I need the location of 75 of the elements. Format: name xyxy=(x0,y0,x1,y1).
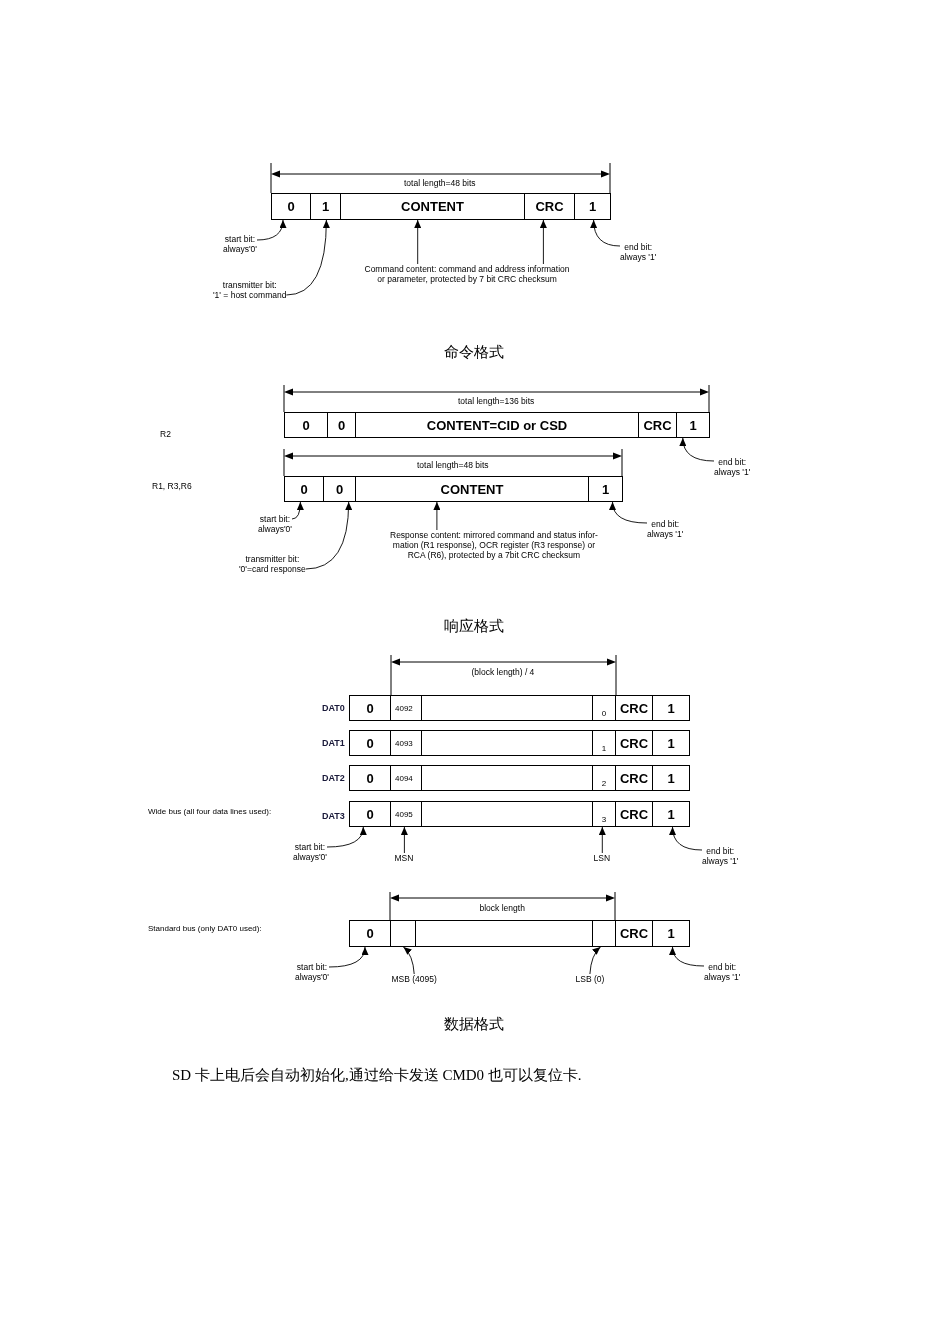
bit-field: 1 xyxy=(592,730,616,756)
figure-caption: 数据格式 xyxy=(444,1015,504,1033)
annotation-text: MSB (4095) xyxy=(391,974,437,984)
bit-field: 1 xyxy=(652,920,690,947)
bit-field: CRC xyxy=(615,920,653,947)
figure-caption: 命令格式 xyxy=(444,343,504,361)
bit-field: CRC xyxy=(615,695,653,721)
bit-field: 0 xyxy=(284,412,328,438)
bit-field: 1 xyxy=(310,193,341,220)
bit-field: 1 xyxy=(652,801,690,827)
bit-field: 0 xyxy=(349,765,391,791)
bit-field: 1 xyxy=(588,476,623,502)
annotation-text: LSN xyxy=(593,853,611,863)
row-label: R1, R3,R6 xyxy=(152,481,192,491)
annotation-text: transmitter bit: '1' = host command xyxy=(213,280,287,300)
data-field xyxy=(390,920,416,947)
row-label: DAT2 xyxy=(322,773,345,783)
annotation-text: end bit: always '1' xyxy=(714,457,751,477)
data-field xyxy=(415,920,593,947)
annotation-text: end bit: always '1' xyxy=(704,962,741,982)
annotation-text: start bit: always'0' xyxy=(223,234,257,254)
bit-field: 0 xyxy=(284,476,324,502)
annotation-text: Command content: command and address information or parameter, protected by 7 bit CRC checksum xyxy=(364,264,570,284)
data-field xyxy=(421,695,593,721)
bit-field: 4094 xyxy=(390,765,422,791)
bit-field: CRC xyxy=(615,765,653,791)
bit-field: 0 xyxy=(349,920,391,947)
bit-field: CRC xyxy=(615,730,653,756)
annotation-text: LSB (0) xyxy=(575,974,605,984)
bit-field: 0 xyxy=(323,476,356,502)
bit-field: CRC xyxy=(615,801,653,827)
bit-field: 0 xyxy=(349,730,391,756)
annotation-text: Response content: mirrored command and status infor- mation (R1 response), OCR register (R3 response) or RCA (R6), protected by a 7bit CRC checksum xyxy=(390,530,598,560)
bit-field: 0 xyxy=(349,801,391,827)
bit-field: 1 xyxy=(652,730,690,756)
bit-field: 2 xyxy=(592,765,616,791)
row-label: DAT3 xyxy=(322,811,345,821)
bit-field: 4093 xyxy=(390,730,422,756)
bit-field: CONTENT=CID or CSD xyxy=(355,412,639,438)
bit-field: 0 xyxy=(349,695,391,721)
bit-field: 0 xyxy=(271,193,311,220)
figure-caption: 响应格式 xyxy=(444,617,504,635)
bit-field: 0 xyxy=(592,695,616,721)
annotation-text: end bit: always '1' xyxy=(702,846,739,866)
row-label: DAT1 xyxy=(322,738,345,748)
annotation-text: start bit: always'0' xyxy=(258,514,292,534)
data-field xyxy=(421,801,593,827)
bit-field: 1 xyxy=(676,412,710,438)
row-label: R2 xyxy=(160,429,171,439)
annotation-text: start bit: always'0' xyxy=(295,962,329,982)
row-label: Standard bus (only DAT0 used): xyxy=(148,924,262,934)
annotation-text: end bit: always '1' xyxy=(620,242,657,262)
data-field xyxy=(592,920,616,947)
annotation-text: start bit: always'0' xyxy=(293,842,327,862)
row-label: Wide bus (all four data lines used): xyxy=(148,807,272,817)
data-field xyxy=(421,765,593,791)
annotation-text: MSN xyxy=(394,853,414,863)
row-label: DAT0 xyxy=(322,703,345,713)
bit-field: 1 xyxy=(574,193,611,220)
bit-field: CRC xyxy=(524,193,575,220)
bit-field: CONTENT xyxy=(340,193,525,220)
annotation-text: transmitter bit: '0'=card response xyxy=(239,554,306,574)
dimension-label: total length=48 bits xyxy=(417,460,489,470)
bit-field: 1 xyxy=(652,765,690,791)
bit-field: 1 xyxy=(652,695,690,721)
bit-field: CONTENT xyxy=(355,476,589,502)
dimension-label: (block length) / 4 xyxy=(471,667,535,677)
bit-field: 4092 xyxy=(390,695,422,721)
data-field xyxy=(421,730,593,756)
body-text: SD 卡上电后会自动初始化,通过给卡发送 CMD0 也可以复位卡. xyxy=(172,1066,582,1084)
bit-field: CRC xyxy=(638,412,677,438)
annotation-text: end bit: always '1' xyxy=(647,519,684,539)
bit-field: 3 xyxy=(592,801,616,827)
bit-field: 0 xyxy=(327,412,356,438)
bit-field: 4095 xyxy=(390,801,422,827)
